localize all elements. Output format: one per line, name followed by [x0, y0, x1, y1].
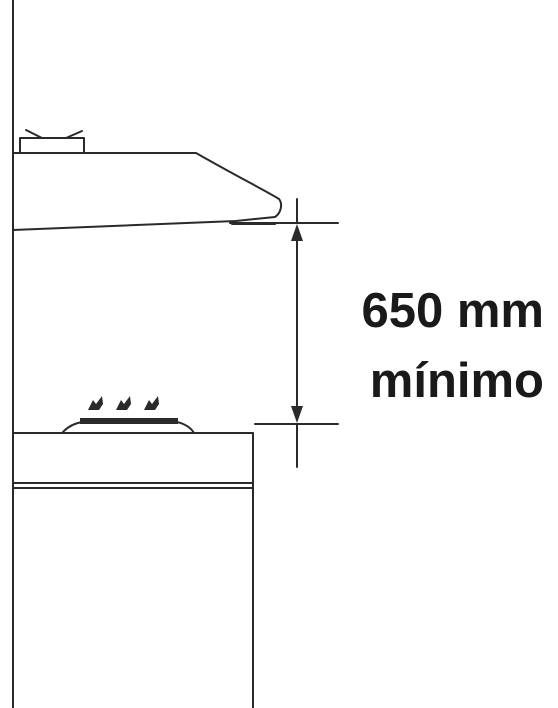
cooktop-cabinet [12, 420, 254, 708]
hood-outline [12, 152, 283, 231]
duct-flap-left [25, 129, 43, 139]
dimension-arrowhead-bottom [291, 406, 303, 423]
burner-grate [80, 418, 178, 424]
hood-duct-collar [19, 137, 85, 154]
dimension-arrowhead-top [291, 224, 303, 241]
countertop [12, 432, 254, 484]
range-hood [12, 129, 283, 231]
distance-qualifier-label: mínimo [369, 354, 544, 408]
flame-icon-3 [144, 396, 159, 410]
distance-label: 650 mm [361, 284, 544, 338]
duct-flap-right [65, 130, 83, 139]
dimension-marker [229, 198, 339, 468]
flame-icon-1 [88, 396, 103, 410]
flame-icon-2 [116, 396, 131, 410]
